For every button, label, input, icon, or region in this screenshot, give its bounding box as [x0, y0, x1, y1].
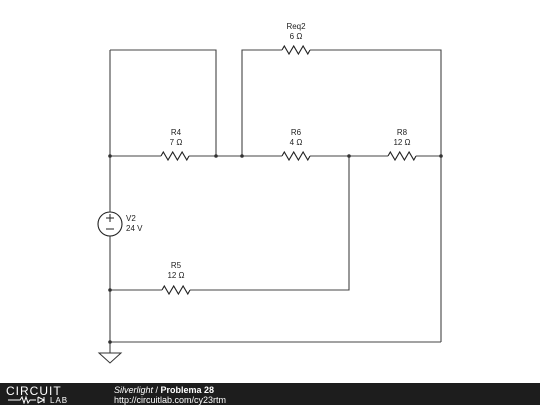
resistor-r4-name: R4: [171, 128, 182, 137]
plus-icon: [106, 214, 114, 222]
logo-bottom-text: LAB: [50, 396, 68, 404]
junction-dot: [240, 154, 244, 158]
resistor-r4-value: 7 Ω: [170, 138, 183, 147]
resistor-req2-symbol: [281, 44, 311, 56]
voltage-source-name: V2: [126, 214, 136, 223]
resistor-r8-symbol: [387, 150, 417, 162]
logo-diode-icon: [37, 396, 46, 404]
footer-title-line: Silverlight / Problema 28: [114, 385, 226, 395]
breadcrumb-link[interactable]: Silverlight: [114, 385, 154, 395]
resistor-req2-value: 6 Ω: [290, 32, 303, 41]
footer-info: Silverlight / Problema 28 http://circuit…: [114, 385, 226, 405]
resistor-r8-name: R8: [397, 128, 408, 137]
resistor-r5[interactable]: R5 12 Ω: [161, 261, 191, 296]
resistor-r6[interactable]: R6 4 Ω: [281, 128, 311, 162]
resistor-r5-symbol: [161, 284, 191, 296]
junction-dot: [108, 288, 112, 292]
junction-dot: [108, 154, 112, 158]
junction-dot: [347, 154, 351, 158]
resistor-r8-value: 12 Ω: [393, 138, 410, 147]
junction-dot: [214, 154, 218, 158]
voltage-source-circle: [97, 211, 123, 237]
voltage-source-value: 24 V: [126, 224, 143, 233]
footer-bar: CIRCUIT LAB Silverlight / Problema 28 ht…: [0, 383, 540, 405]
logo-resistor-icon: [8, 395, 36, 404]
junctions: [108, 154, 443, 344]
wire-req2-left: [241, 49, 282, 156]
circuitlab-logo: CIRCUIT LAB: [6, 384, 68, 404]
circuit-title: Problema 28: [160, 385, 215, 395]
ground-icon: [97, 352, 123, 364]
resistor-r5-value: 12 Ω: [167, 271, 184, 280]
wires: [109, 49, 442, 353]
resistor-r6-symbol: [281, 150, 311, 162]
resistor-r4[interactable]: R4 7 Ω: [160, 128, 190, 162]
resistor-r6-value: 4 Ω: [290, 138, 303, 147]
logo-top-text: CIRCUIT: [6, 384, 62, 398]
circuit-schematic: Req2 6 Ω R4 7 Ω R6 4 Ω R8 12 Ω R5 12 Ω: [97, 22, 443, 364]
junction-dot: [108, 340, 112, 344]
resistor-req2[interactable]: Req2 6 Ω: [281, 22, 311, 56]
resistor-req2-name: Req2: [286, 22, 306, 31]
resistor-r4-symbol: [160, 150, 190, 162]
resistor-r6-name: R6: [291, 128, 302, 137]
resistor-r5-name: R5: [171, 261, 182, 270]
wire-top-left-loop: [110, 49, 217, 156]
breadcrumb-separator: /: [153, 385, 161, 395]
junction-dot: [439, 154, 443, 158]
circuit-url[interactable]: http://circuitlab.com/cy23rtm: [114, 395, 227, 405]
voltage-source-v2[interactable]: V2 24 V: [97, 211, 143, 237]
resistor-r8[interactable]: R8 12 Ω: [387, 128, 417, 162]
wire-req2-right: [310, 49, 442, 342]
wire-r5-right: [190, 156, 350, 291]
